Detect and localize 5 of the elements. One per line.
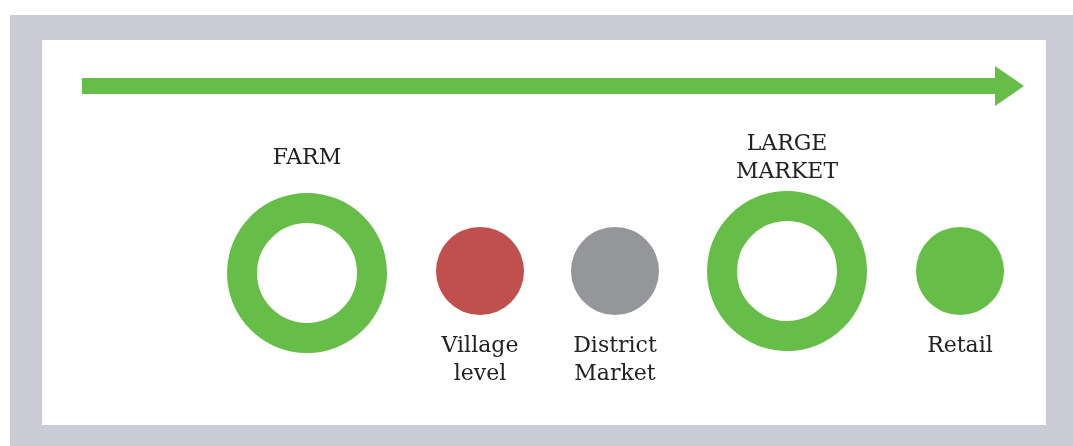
stage-label: Village level	[440, 331, 520, 387]
stage-label: FARM	[271, 143, 343, 171]
stage-label: District Market	[572, 331, 658, 387]
stage-label: LARGE MARKET	[734, 129, 840, 185]
stage-label: Retail	[926, 331, 994, 359]
